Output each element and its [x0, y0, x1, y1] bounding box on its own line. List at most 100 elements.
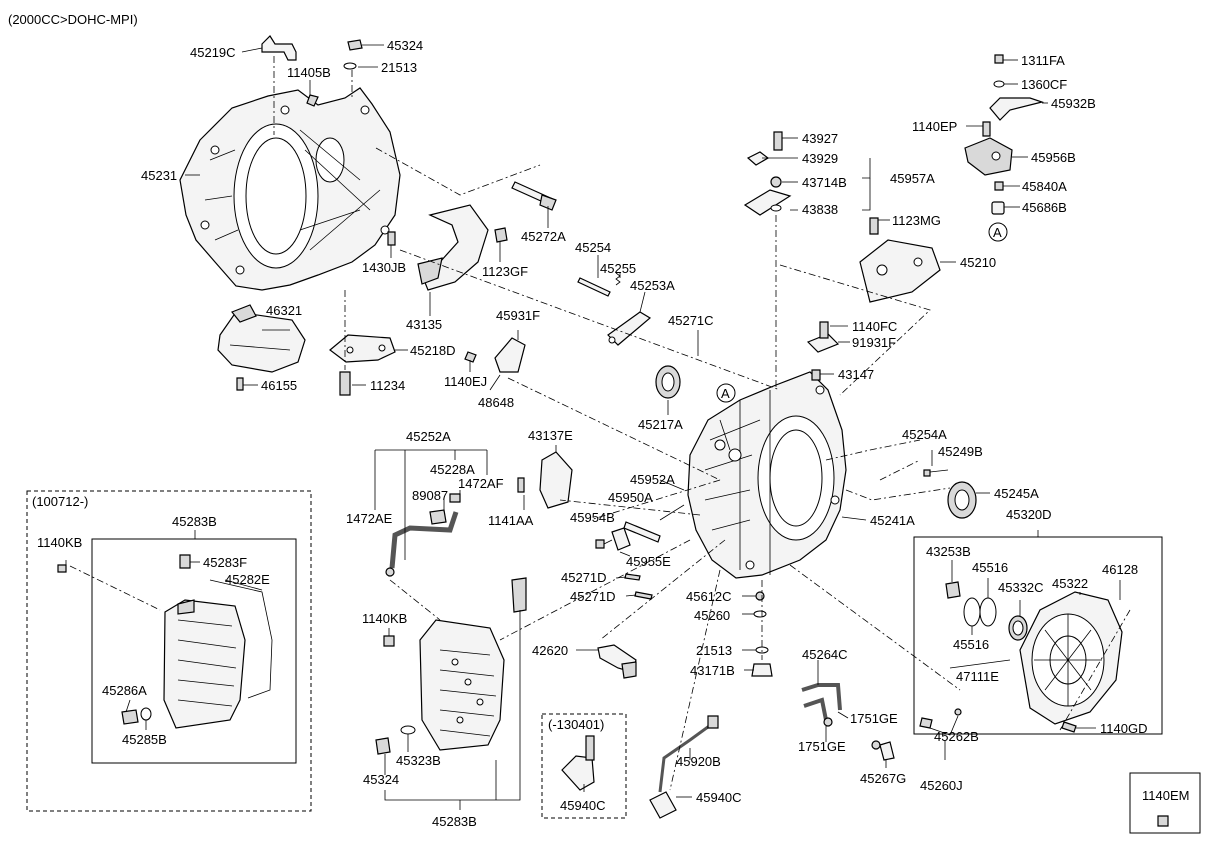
label-89087: 89087 — [412, 488, 448, 503]
bolt-1140gd — [1061, 721, 1077, 733]
variant-box-130401-title: (-130401) — [548, 717, 604, 732]
legend-box-1140em-title: 1140EM — [1142, 788, 1189, 803]
label-45956b: 45956B — [1031, 150, 1076, 165]
bolt-1140em — [1157, 815, 1169, 827]
label-45241a: 45241A — [870, 513, 915, 528]
label-1140fc: 1140FC — [852, 319, 897, 334]
bolt-45283f — [179, 554, 191, 569]
label-45320d: 45320D — [1006, 507, 1052, 522]
label-46321: 46321 — [266, 303, 302, 318]
a-marker-case-label: A — [721, 386, 730, 401]
rod-45950a — [623, 521, 661, 543]
label-1140gd: 1140GD — [1100, 721, 1147, 736]
label-45285b: 45285B — [122, 732, 167, 747]
label-1311fa: 1311FA — [1021, 53, 1065, 68]
label-1430jb: 1430JB — [362, 260, 406, 275]
a-marker-upper: A — [988, 222, 1008, 242]
bracket-45218d — [329, 334, 396, 363]
bolt-1140kb-a — [57, 564, 67, 573]
bolts-45262b — [919, 708, 962, 729]
label-45283b-a: 45283B — [172, 514, 217, 529]
variant-box-100712 — [26, 490, 312, 812]
label-1360cf: 1360CF — [1021, 77, 1067, 92]
label-45840a: 45840A — [1022, 179, 1067, 194]
label-47111e: 47111E — [956, 669, 999, 684]
label-45920b: 45920B — [676, 754, 721, 769]
label-43253b: 43253B — [926, 544, 971, 559]
label-11405b: 11405B — [287, 65, 331, 80]
spring-45255 — [615, 272, 621, 286]
cover-45210 — [859, 217, 941, 303]
breather-43147 — [811, 369, 821, 381]
variant-box-100712-title: (100712-) — [32, 494, 88, 509]
label-43927: 43927 — [802, 131, 838, 146]
label-45686b: 45686B — [1022, 200, 1067, 215]
label-45254: 45254 — [575, 240, 611, 255]
label-45322: 45322 — [1052, 576, 1088, 591]
bolt-1140kb-b — [383, 635, 395, 647]
label-45612c: 45612C — [686, 589, 732, 604]
sensor-42620 — [597, 644, 637, 679]
label-45254a: 45254A — [902, 427, 947, 442]
engine-spec-title: (2000CC>DOHC-MPI) — [8, 12, 138, 27]
plug-43253b — [945, 581, 961, 599]
label-45931f: 45931F — [496, 308, 540, 323]
label-45282e: 45282E — [225, 572, 270, 587]
label-45262b: 45262B — [934, 729, 979, 744]
label-45324-bottom: 45324 — [363, 772, 399, 787]
label-43147: 43147 — [838, 367, 874, 382]
label-45283b-b: 45283B — [432, 814, 477, 829]
drain-plug-stack — [751, 580, 773, 677]
label-1140kb-a: 1140KB — [37, 535, 82, 550]
label-1472ae: 1472AE — [346, 511, 393, 526]
valve-body-box-45283b — [91, 538, 297, 764]
label-43135: 43135 — [406, 317, 442, 332]
label-45940c-a: 45940C — [560, 798, 606, 813]
label-91931f: 91931F — [852, 335, 896, 350]
plug-45249b — [923, 469, 931, 477]
label-45271d-b: 45271D — [570, 589, 616, 604]
assembly-lines — [69, 147, 1131, 791]
label-45950a: 45950A — [608, 490, 653, 505]
label-45932b: 45932B — [1051, 96, 1096, 111]
label-43171b: 43171B — [690, 663, 735, 678]
label-43838: 43838 — [802, 202, 838, 217]
label-46155: 46155 — [261, 378, 297, 393]
rear-cover-45322 — [1019, 591, 1123, 725]
label-1123mg: 1123MG — [892, 213, 941, 228]
label-45228a: 45228A — [430, 462, 475, 477]
oil-seal-45217a — [655, 365, 681, 399]
label-1472af: 1472AF — [458, 476, 504, 491]
plug-45323b — [375, 725, 416, 755]
label-45219c: 45219C — [190, 45, 236, 60]
label-45218d: 45218D — [410, 343, 456, 358]
oil-guide-43135 — [417, 204, 489, 291]
legend-box-1140em — [1129, 772, 1201, 834]
label-45952a: 45952A — [630, 472, 675, 487]
label-1751ge-b: 1751GE — [798, 739, 846, 754]
label-45516-b: 45516 — [953, 637, 989, 652]
sensor-45940c-b — [649, 715, 719, 819]
label-45954b: 45954B — [570, 510, 615, 525]
bracket-45219c — [261, 35, 297, 135]
bracket-91931f — [806, 321, 840, 353]
label-45323b: 45323B — [396, 753, 441, 768]
bolt-1430jb — [387, 231, 396, 246]
bolt-11405b — [306, 94, 319, 107]
converter-housing — [179, 87, 401, 291]
pipe-assembly-45252a — [385, 493, 461, 577]
label-1140kb-b: 1140KB — [362, 611, 407, 626]
bolt-46155 — [236, 377, 244, 391]
bolt-1141aa — [517, 477, 525, 493]
label-45940c-b: 45940C — [696, 790, 742, 805]
label-45283f: 45283F — [203, 555, 247, 570]
bolt-45954b — [595, 539, 605, 549]
label-21513-top: 21513 — [381, 60, 417, 75]
oil-pipes-45264c — [801, 683, 895, 761]
label-11234: 11234 — [370, 378, 405, 393]
label-45957a: 45957A — [890, 171, 935, 186]
shaft-45254 — [577, 277, 611, 297]
label-42620: 42620 — [532, 643, 568, 658]
label-1751ge-a: 1751GE — [850, 711, 898, 726]
